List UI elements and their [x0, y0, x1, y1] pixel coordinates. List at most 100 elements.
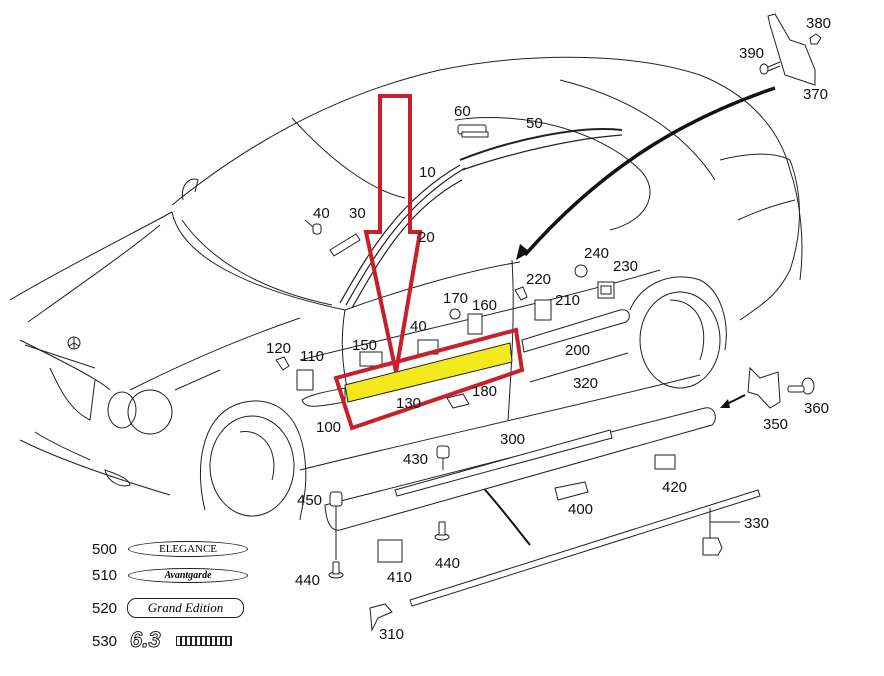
highlight-frame — [333, 327, 525, 431]
part-150-clip-icon — [359, 351, 383, 367]
badge-elegance: ELEGANCE — [128, 541, 248, 557]
part-430-nut-icon — [436, 445, 450, 459]
part-410-clip-icon — [377, 539, 403, 563]
part-label-390: 390 — [739, 45, 765, 62]
roof-line — [171, 56, 803, 281]
part-210-clip-icon — [534, 299, 552, 321]
part-160-clip-icon — [467, 313, 483, 335]
part-label-150: 150 — [352, 337, 378, 354]
front-wheel — [209, 415, 295, 517]
badge-number-500: 500 — [92, 541, 118, 558]
part-40-rivet-icon — [304, 219, 322, 235]
rear-window — [454, 117, 651, 231]
part-label-430: 430 — [403, 451, 429, 468]
trim-strip-50b — [461, 134, 623, 171]
badge-text-grand-edition: Grand Edition — [147, 600, 224, 615]
hood-line-2 — [27, 224, 161, 323]
windshield-inner — [181, 219, 333, 306]
part-label-410: 410 — [387, 569, 413, 586]
part-30-clip-icon — [329, 233, 361, 257]
part-380-clip-icon — [809, 33, 822, 45]
body-side-line — [299, 269, 661, 361]
part-440-pin-icon-2 — [434, 521, 450, 541]
part-label-400: 400 — [568, 501, 594, 518]
arrowhead-350 — [720, 399, 730, 408]
badge-grand-edition: Grand Edition — [127, 598, 244, 618]
part-label-120: 120 — [266, 340, 292, 357]
part-label-380: 380 — [806, 15, 832, 32]
rear-wheel-inner — [669, 299, 705, 361]
part-390-screw-icon — [759, 61, 781, 75]
part-200-molding-icon — [521, 309, 630, 353]
part-label-20: 20 — [418, 229, 435, 246]
part-370-bracket-icon — [767, 13, 816, 86]
trunk-line — [719, 153, 791, 161]
part-230-clip-icon — [597, 281, 615, 299]
badge-63-bar — [176, 636, 232, 646]
hood-line — [9, 211, 173, 301]
rear-panel — [737, 199, 796, 221]
part-label-40-top: 40 — [313, 205, 330, 222]
part-label-360: 360 — [804, 400, 830, 417]
part-label-200: 200 — [565, 342, 591, 359]
part-170-nut-icon — [449, 308, 461, 320]
part-label-230: 230 — [613, 258, 639, 275]
badge-avantgarde: Avantgarde — [128, 568, 248, 583]
part-240-nut-icon — [574, 264, 588, 278]
rear-wheel-arch — [629, 276, 727, 351]
part-label-30: 30 — [349, 205, 366, 222]
fog-light — [104, 469, 131, 487]
part-label-220: 220 — [526, 271, 552, 288]
part-330-cap-icon — [702, 537, 723, 556]
highlight-arrow — [363, 94, 423, 373]
part-label-330: 330 — [744, 515, 770, 532]
door-top — [344, 261, 521, 311]
door-rear-edge — [507, 259, 514, 421]
part-label-170: 170 — [443, 290, 469, 307]
mirror — [181, 178, 199, 201]
part-350-bracket-icon — [747, 366, 781, 409]
part-label-60: 60 — [454, 103, 471, 120]
part-label-50: 50 — [526, 115, 543, 132]
part-420-clip-icon — [654, 454, 676, 470]
part-120-plug-icon — [275, 356, 290, 371]
direction-arrow-upper — [523, 86, 776, 257]
direction-arrow-lower — [477, 481, 531, 546]
part-300-sill-icon — [324, 407, 716, 531]
badge-63: 6.3 — [128, 627, 232, 653]
part-360-screw-icon — [787, 377, 815, 395]
grille — [49, 367, 96, 421]
badge-number-510: 510 — [92, 567, 118, 584]
part-label-240: 240 — [584, 245, 610, 262]
badge-number-520: 520 — [92, 600, 118, 617]
badge-number-530: 530 — [92, 633, 118, 650]
part-330-strip-icon — [409, 489, 761, 607]
part-label-370: 370 — [803, 86, 829, 103]
front-wheel-arch — [200, 400, 307, 521]
hood-crease — [129, 317, 301, 391]
part-label-10: 10 — [419, 164, 436, 181]
part-label-130: 130 — [396, 395, 422, 412]
part-label-420: 420 — [662, 479, 688, 496]
badge-text-63: 6.3 — [130, 627, 162, 653]
rear-deck — [559, 79, 716, 181]
part-label-110: 110 — [300, 348, 324, 365]
part-label-440-left: 440 — [295, 572, 321, 589]
part-label-100: 100 — [316, 419, 342, 436]
part-180-clip-icon — [446, 393, 470, 409]
part-label-160: 160 — [472, 297, 498, 314]
front-fascia — [19, 339, 111, 391]
part-100-molding-icon — [301, 387, 346, 407]
trim-strip-50 — [459, 128, 623, 161]
part-label-350: 350 — [763, 416, 789, 433]
trim-strip-10b — [345, 167, 466, 306]
part-label-180: 180 — [472, 383, 498, 400]
part-label-450: 450 — [297, 492, 323, 509]
part-label-440-right: 440 — [435, 555, 461, 572]
part-310-bracket-icon — [369, 603, 393, 632]
bumper-2 — [34, 431, 91, 461]
front-wheel-inner — [239, 431, 275, 481]
arrowhead-upper — [516, 244, 530, 260]
part-label-40-door: 40 — [410, 318, 427, 335]
